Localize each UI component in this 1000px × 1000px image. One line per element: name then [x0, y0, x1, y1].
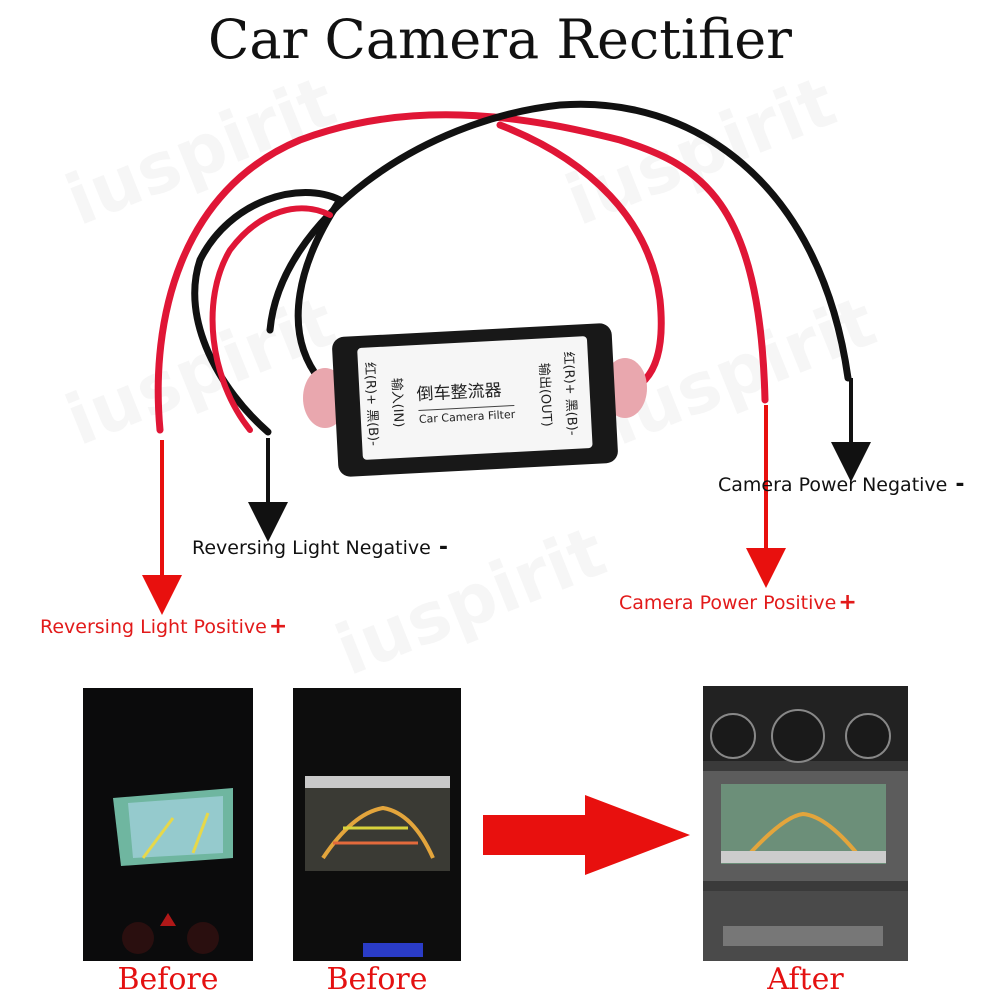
before-photo-1: [83, 688, 253, 961]
minus-sign: -: [955, 472, 965, 497]
plus-sign: +: [268, 614, 288, 639]
caption-before-1: Before: [117, 962, 219, 997]
big-red-arrow: [483, 795, 690, 875]
page-title: Car Camera Rectifier: [208, 8, 792, 71]
device-input-wires: 红(R)+ 黑(B)-: [361, 361, 381, 447]
after-photo: [703, 686, 908, 961]
device-input-label: 输入(IN): [388, 377, 406, 428]
device-output-wires: 红(R)+ 黑(B)-: [560, 351, 580, 436]
label-text: Reversing Light Negative: [192, 537, 431, 559]
plus-sign: +: [838, 590, 857, 615]
label-reversing-negative: Reversing Light Negative -: [192, 535, 448, 560]
red-wire: [496, 121, 665, 394]
label-text: Reversing Light Positive: [40, 616, 267, 638]
minus-sign: -: [438, 535, 449, 560]
black-wire: [266, 100, 852, 382]
device-output-label: 输出(OUT): [535, 362, 554, 428]
caption-after: After: [767, 962, 844, 997]
before-photo-2: [293, 688, 461, 961]
label-text: Camera Power Positive: [619, 592, 837, 614]
label-camera-positive: Camera Power Positive+: [619, 590, 857, 615]
label-text: Camera Power Negative: [718, 474, 948, 496]
label-reversing-positive: Reversing Light Positive+: [40, 614, 287, 639]
device-name-cn: 倒车整流器: [416, 380, 503, 406]
label-camera-negative: Camera Power Negative -: [718, 472, 965, 497]
device-name-en: Car Camera Filter: [418, 404, 516, 426]
device-label: 红(R)+ 黑(B)- 输入(IN) 倒车整流器 Car Camera Filt…: [359, 339, 590, 461]
caption-before-2: Before: [326, 962, 428, 997]
red-wire: [154, 111, 769, 434]
filter-box: [303, 323, 647, 477]
red-wire: [209, 205, 333, 433]
black-wire: [191, 189, 346, 436]
